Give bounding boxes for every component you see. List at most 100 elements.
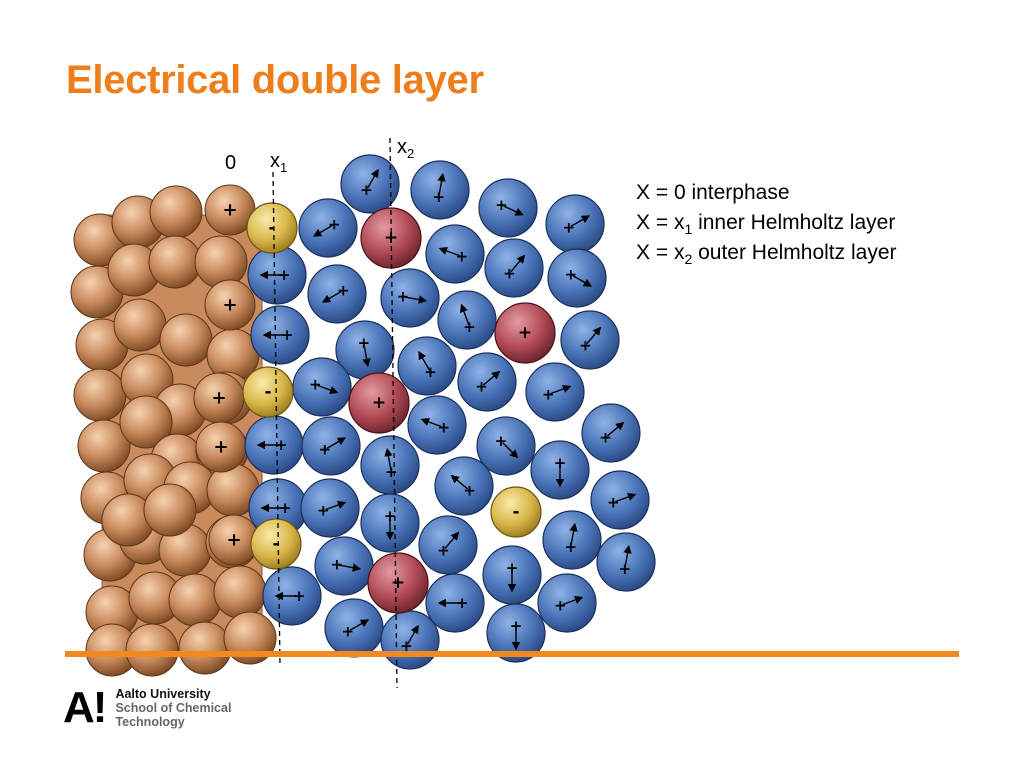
- dipole-plus: +: [360, 181, 373, 199]
- legend-text: inner Helmholtz layer: [692, 211, 896, 234]
- cation-sign: +: [518, 323, 532, 343]
- water-molecule: +: [250, 305, 310, 365]
- legend-text: X = x: [636, 241, 685, 264]
- dipole-arrow: [420, 417, 442, 428]
- water-molecule: +: [434, 456, 494, 516]
- legend: X = 0 interphase X = x1 inner Helmholtz …: [636, 178, 897, 268]
- water-molecule: +: [486, 603, 546, 663]
- zero-label-text: 0: [225, 152, 237, 174]
- water-molecule: +: [244, 415, 304, 475]
- x1-plane-line: [272, 171, 281, 666]
- dipole-arrow: [606, 421, 625, 437]
- dipole-plus: +: [424, 363, 437, 381]
- water-molecule: +: [360, 493, 420, 553]
- dipole-plus: +: [317, 501, 330, 519]
- dipole-plus: +: [281, 326, 294, 344]
- cation-sign: +: [391, 573, 405, 593]
- legend-text: X = x: [636, 211, 685, 234]
- zero-label: 0: [225, 152, 236, 175]
- dipole-plus: +: [618, 560, 631, 578]
- dipole-plus: +: [385, 463, 398, 481]
- dipole-plus: +: [400, 637, 413, 655]
- x2-label-base: x: [397, 136, 407, 158]
- metal-atom: [168, 573, 222, 627]
- metal-electrode: +++++: [70, 184, 277, 677]
- surface-charge-plus: +: [226, 530, 241, 551]
- water-molecule: +: [360, 435, 420, 495]
- surface-charge-plus: +: [213, 437, 228, 458]
- metal-atom: [159, 313, 213, 367]
- water-molecule: +: [262, 566, 322, 626]
- legend-sub: 1: [684, 221, 693, 237]
- x2-label: x2: [397, 136, 415, 161]
- dipole-plus: +: [456, 594, 469, 612]
- double-layer-diagram: + + + + + + + + + + + + + + + + + + + + + + + + + + + + + + + + + + + + + + +…: [70, 137, 656, 689]
- dipole-plus: +: [437, 418, 450, 436]
- dipole-plus: +: [475, 378, 488, 396]
- dipole-arrow: [502, 442, 519, 459]
- water-molecule: +: [407, 395, 467, 455]
- legend-line-interphase: X = 0 interphase: [636, 178, 897, 208]
- water-molecule: +: [525, 362, 585, 422]
- dipole-plus: +: [495, 432, 508, 450]
- dipole-plus: +: [278, 266, 291, 284]
- logo-school: School of Chemical: [115, 701, 232, 715]
- dipole-plus: +: [279, 499, 292, 517]
- dipole-plus: +: [463, 482, 476, 500]
- metal-atom: [178, 621, 232, 675]
- x2-plane-line: [389, 137, 398, 689]
- cation: [494, 302, 556, 364]
- water-molecule: +: [581, 403, 641, 463]
- water-molecule: +: [537, 573, 597, 633]
- water-molecule: +: [425, 224, 485, 284]
- dipole-arrow: [321, 290, 342, 303]
- dipole-arrow: [349, 619, 370, 632]
- dipole-arrow: [569, 522, 578, 545]
- water-molecule: +: [547, 248, 607, 308]
- cation: [367, 552, 429, 614]
- anion: [246, 202, 298, 254]
- dipole-arrow: [362, 345, 371, 368]
- x1-label-sub: 1: [280, 160, 288, 175]
- dipole-arrow: [444, 531, 460, 550]
- dipole-plus: +: [463, 318, 476, 336]
- metal-atom: [73, 368, 127, 422]
- water-molecule: +: [542, 510, 602, 570]
- dipole-arrow: [482, 370, 501, 386]
- dipole-plus: +: [432, 188, 445, 206]
- water-molecule: +: [298, 198, 358, 258]
- dipole-plus: +: [495, 196, 508, 214]
- surface-charge-plus: +: [222, 200, 237, 221]
- anion-sign: -: [272, 534, 279, 554]
- water-molecule: +: [397, 336, 457, 396]
- water-molecule: +: [457, 352, 517, 412]
- x2-label-sub: 2: [407, 146, 415, 161]
- dipole-arrow: [317, 384, 339, 395]
- dipole-plus: +: [554, 454, 567, 472]
- dipole-arrow: [312, 224, 333, 237]
- water-molecule: +: [545, 194, 605, 254]
- dipole-plus: +: [331, 556, 344, 574]
- anion-sign: -: [264, 382, 271, 402]
- metal-atom: [149, 185, 203, 239]
- dipole-plus: +: [337, 281, 350, 299]
- dipole-arrow: [339, 563, 362, 572]
- metal-atom: [143, 483, 197, 537]
- ions: ++++----: [242, 202, 556, 614]
- metal-atom: [148, 235, 202, 289]
- water-molecule: +: [314, 536, 374, 596]
- dipole-arrow: [570, 215, 591, 228]
- dipole-plus: +: [437, 542, 450, 560]
- dipole-arrow: [418, 350, 431, 371]
- water-molecule: +: [340, 154, 400, 214]
- dipole-plus: +: [309, 376, 322, 394]
- solvent-molecules: ++++++++++++++++++++++++++++++++++++++++…: [244, 154, 656, 670]
- dipole-plus: +: [564, 538, 577, 556]
- dipole-arrow: [510, 254, 526, 273]
- water-molecule: +: [590, 470, 650, 530]
- dipole-arrow: [438, 246, 460, 257]
- dipole-arrow: [615, 492, 637, 503]
- dipole-plus: +: [599, 429, 612, 447]
- water-molecule: +: [380, 610, 440, 670]
- water-molecule: +: [418, 515, 478, 575]
